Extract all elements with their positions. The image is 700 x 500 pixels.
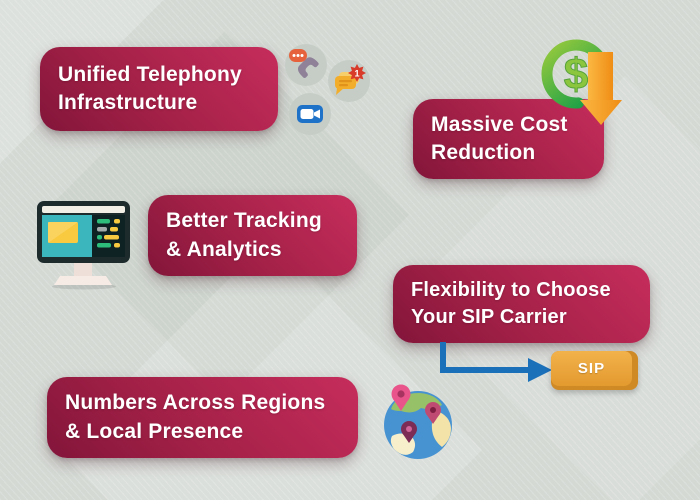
- card-unified-telephony: Unified Telephony Infrastructure: [40, 47, 278, 131]
- card-massive-cost-reduction: Massive Cost Reduction: [413, 99, 604, 179]
- flow-arrow: [440, 342, 552, 382]
- notification-message-icon: 1: [328, 60, 370, 102]
- dollar-cost-reduction-icon: $: [541, 39, 622, 125]
- card-flexibility-sip-carrier: Flexibility to Choose Your SIP Carrier: [393, 265, 650, 343]
- currency-symbol: $: [564, 50, 588, 99]
- map-pin-right: [425, 402, 441, 424]
- sip-key: SIP: [551, 351, 638, 390]
- analytics-monitor-icon: [37, 201, 130, 290]
- map-pin-top: [391, 384, 411, 411]
- sip-key-label: SIP: [551, 351, 632, 386]
- card-better-tracking-analytics: Better Tracking & Analytics: [148, 195, 357, 276]
- video-call-icon: [289, 93, 331, 135]
- globe-location-pins-icon: [384, 384, 452, 459]
- map-pin-bottom: [401, 421, 417, 443]
- phone-chat-icon: [285, 44, 327, 86]
- card-numbers-across-regions: Numbers Across Regions & Local Presence: [47, 377, 358, 458]
- notification-count: 1: [354, 68, 359, 78]
